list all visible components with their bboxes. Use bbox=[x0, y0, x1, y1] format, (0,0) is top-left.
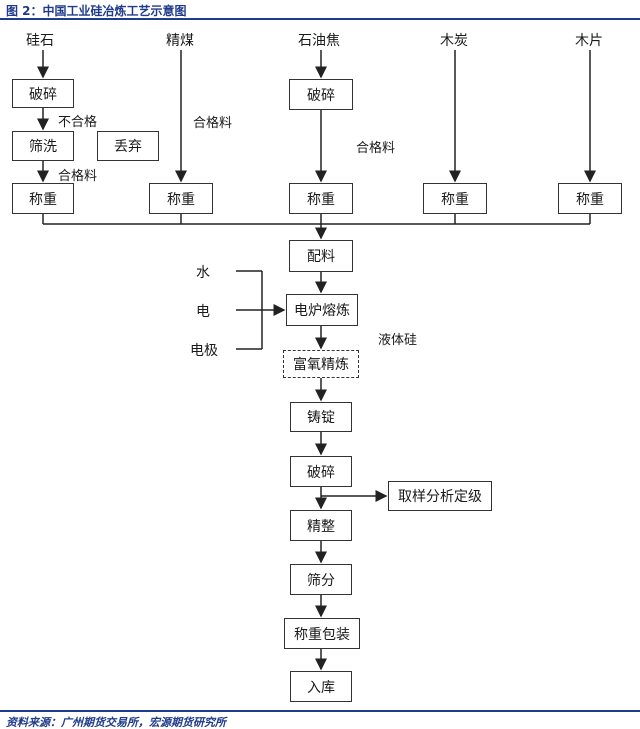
weigh-box-2: 称重 bbox=[149, 183, 213, 214]
electrode-label: 电极 bbox=[190, 343, 218, 359]
discard-box: 丢弃 bbox=[97, 131, 159, 161]
water-label: 水 bbox=[196, 265, 210, 281]
qualified-label-1: 合格料 bbox=[58, 169, 98, 184]
unqualified-label: 不合格 bbox=[58, 115, 98, 130]
clean-coal-label: 精煤 bbox=[166, 33, 194, 49]
silica-label: 硅石 bbox=[26, 33, 54, 49]
crush-silica-box: 破碎 bbox=[12, 79, 74, 108]
sampling-box: 取样分析定级 bbox=[388, 481, 492, 511]
screening-box: 筛分 bbox=[290, 564, 352, 595]
batching-box: 配料 bbox=[289, 240, 353, 272]
refining-box: 富氧精炼 bbox=[283, 350, 359, 378]
weigh-box-4: 称重 bbox=[423, 183, 487, 214]
liquid-silicon-label: 液体硅 bbox=[378, 333, 418, 348]
source-note: 资料来源：广州期货交易所，宏源期货研究所 bbox=[6, 716, 226, 729]
qualified-label-2: 合格料 bbox=[193, 116, 233, 131]
source-rule bbox=[0, 710, 640, 712]
wood-chips-label: 木片 bbox=[575, 33, 603, 49]
casting-box: 铸锭 bbox=[290, 402, 352, 432]
wash-box: 筛洗 bbox=[12, 131, 74, 161]
weigh-box-5: 称重 bbox=[558, 183, 622, 214]
figure-title: 图 2：中国工业硅冶炼工艺示意图 bbox=[6, 4, 187, 18]
crush-ingot-box: 破碎 bbox=[290, 456, 352, 487]
weigh-box-1: 称重 bbox=[12, 183, 74, 214]
petroleum-coke-label: 石油焦 bbox=[298, 33, 340, 49]
electricity-label: 电 bbox=[196, 304, 210, 320]
smelting-box: 电炉熔炼 bbox=[286, 294, 358, 326]
charcoal-label: 木炭 bbox=[440, 33, 468, 49]
title-rule bbox=[0, 18, 640, 20]
crush-coke-box: 破碎 bbox=[289, 79, 353, 110]
packing-box: 称重包装 bbox=[284, 618, 360, 649]
weigh-box-3: 称重 bbox=[289, 183, 353, 214]
qualified-label-3: 合格料 bbox=[356, 141, 396, 156]
finishing-box: 精整 bbox=[290, 510, 352, 541]
storage-box: 入库 bbox=[290, 671, 352, 702]
